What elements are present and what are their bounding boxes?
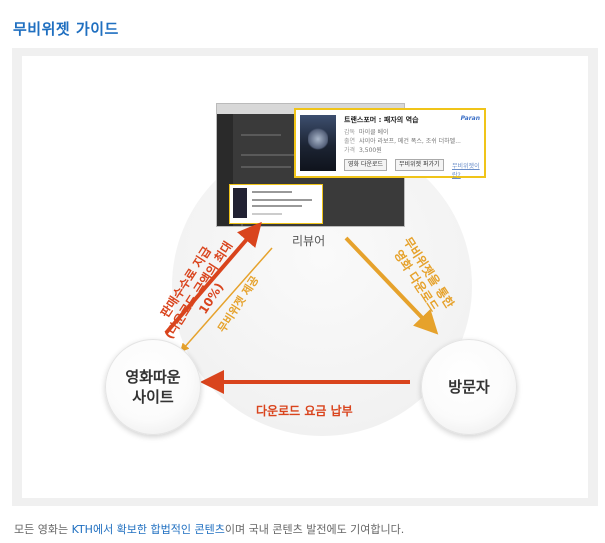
widget-share-button[interactable]: 무비위젯 퍼가기 bbox=[395, 159, 444, 171]
movie-poster-image bbox=[300, 115, 336, 171]
caption-pre: 모든 영화는 bbox=[14, 523, 72, 536]
screen-text-line bbox=[241, 166, 291, 168]
mini-card-line bbox=[252, 213, 282, 215]
price-value: 3,500원 bbox=[359, 147, 382, 154]
director-key: 감독 bbox=[344, 129, 356, 136]
price-key: 가격 bbox=[344, 147, 356, 154]
widget-offer-arrow bbox=[180, 247, 273, 353]
mini-card-line bbox=[252, 205, 302, 207]
caption-highlight: KTH에서 확보한 합법적인 콘텐츠 bbox=[71, 523, 225, 536]
screen-text-line bbox=[241, 154, 301, 156]
brand-logo: Paran bbox=[460, 115, 480, 122]
footer-caption: 모든 영화는 KTH에서 확보한 합법적인 콘텐츠이며 국내 콘텐츠 발전에도 … bbox=[14, 521, 404, 537]
cast-key: 출연 bbox=[344, 138, 356, 145]
widget-info-link[interactable]: 무비위젯이란? bbox=[452, 163, 480, 179]
movie-site-node: 영화따운 사이트 bbox=[105, 339, 201, 435]
visitor-label: 방문자 bbox=[448, 378, 490, 396]
mini-card-line bbox=[252, 191, 292, 193]
movie-title: 트랜스포머 : 패자의 역습 bbox=[344, 116, 419, 124]
flow-arrows bbox=[164, 221, 439, 394]
mini-card-line bbox=[252, 199, 312, 201]
director-value: 마이클 베이 bbox=[359, 129, 389, 136]
download-arrow bbox=[344, 236, 439, 335]
mini-widget-card bbox=[229, 184, 323, 224]
movie-download-button[interactable]: 영화 다운로드 bbox=[344, 159, 388, 171]
payment-label: 다운로드 요금 납부 bbox=[256, 404, 353, 418]
fee-arrow bbox=[164, 221, 262, 335]
reviewer-label: 리뷰어 bbox=[292, 234, 326, 248]
page-title: 무비위젯 가이드 bbox=[13, 20, 119, 38]
mini-poster-image bbox=[233, 188, 247, 218]
cast-value: 샤이아 라보프, 메건 폭스, 조쉬 더하멜... bbox=[359, 138, 461, 145]
screen-text-line bbox=[241, 134, 281, 136]
visitor-node: 방문자 bbox=[421, 339, 517, 435]
caption-post: 이며 국내 콘텐츠 발전에도 기여합니다. bbox=[224, 523, 405, 536]
movie-site-label: 영화따운 사이트 bbox=[125, 368, 181, 406]
